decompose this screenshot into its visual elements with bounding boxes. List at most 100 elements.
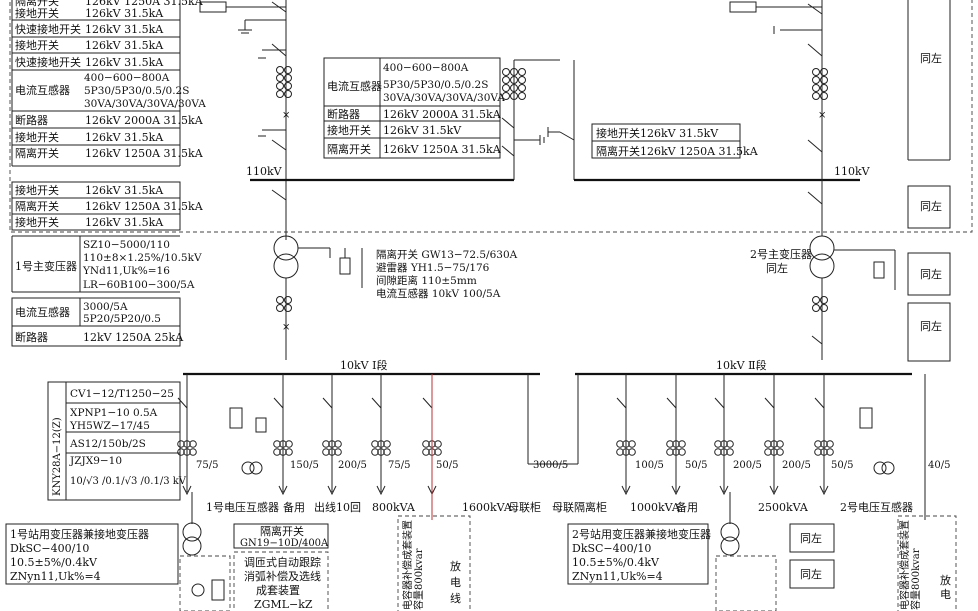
ct-coil: [322, 440, 330, 448]
svg-text:50/5: 50/5: [436, 460, 458, 471]
ct-coil: [726, 440, 734, 448]
svg-text:12kV 1250A 25kA: 12kV 1250A 25kA: [83, 331, 184, 344]
svg-text:126kV 2000A 31.5kA: 126kV 2000A 31.5kA: [383, 108, 502, 121]
transformer-2-symbol: [809, 235, 896, 360]
feeder-drop: [273, 374, 293, 496]
ct-coil: [770, 448, 778, 456]
ct-coil: [814, 440, 822, 448]
svg-text:母联柜: 母联柜: [508, 501, 541, 514]
st2-symbol: [715, 492, 777, 611]
row-name: 断路器: [15, 113, 48, 127]
bus-label: 110kV: [834, 165, 871, 178]
svg-text:1600kVA: 1600kVA: [462, 501, 513, 514]
svg-text:隔离开关 GW13−72.5/630A: 隔离开关 GW13−72.5/630A: [376, 248, 518, 261]
svg-text:×: ×: [282, 110, 290, 121]
feeder-switch: [666, 397, 677, 409]
svg-text:3000/5A: 3000/5A: [83, 301, 128, 313]
row-name: 快速接地开关: [15, 55, 81, 69]
ct-coil: [616, 448, 624, 456]
svg-text:XPNP1−10 0.5A: XPNP1−10 0.5A: [70, 407, 158, 419]
ct-coil: [189, 440, 197, 448]
svg-text:AS12/150b/2S: AS12/150b/2S: [69, 438, 146, 450]
svg-text:150/5: 150/5: [290, 460, 319, 471]
capacitor-bank-2: 电容器补偿成套装置 容量800kvar 放 电: [897, 374, 957, 611]
svg-text:400−600−800A: 400−600−800A: [383, 62, 469, 74]
feeder-drop: [764, 374, 784, 496]
feeder-arrow: [671, 485, 681, 496]
feeder-drop: [177, 374, 197, 496]
svg-text:1000kVA: 1000kVA: [630, 501, 681, 514]
svg-text:10.5±5%/0.4kV: 10.5±5%/0.4kV: [10, 556, 98, 569]
ct-coil: [322, 448, 330, 456]
feeder-drop: [322, 374, 342, 496]
row-name: 电流互感器: [15, 83, 70, 97]
feeder-switch: [814, 397, 825, 409]
feeder-group: [177, 374, 834, 496]
row-name: 快速接地开关: [15, 22, 81, 36]
ct-coil: [422, 440, 430, 448]
ct-coil: [666, 440, 674, 448]
svg-text:50/5: 50/5: [685, 460, 707, 471]
svg-text:200/5: 200/5: [782, 460, 811, 471]
ct-coil: [764, 440, 772, 448]
svg-text:126kV 31.5kV: 126kV 31.5kV: [383, 124, 462, 137]
svg-text:3000/5: 3000/5: [533, 460, 568, 471]
arc-suppression-box: 隔离开关 GN19−10D/400A 调匝式自动跟踪 消弧补偿及选线 成套装置 …: [233, 523, 329, 611]
row-spec: 126kV 31.5kA: [85, 216, 164, 229]
ct-coil: [616, 440, 624, 448]
ct-coil: [328, 448, 336, 456]
ct-coil: [273, 440, 281, 448]
ct-coil: [672, 448, 680, 456]
svg-text:75/5: 75/5: [388, 460, 410, 471]
row-spec: 126kV 31.5kA: [85, 23, 164, 36]
svg-text:成套装置: 成套装置: [256, 584, 300, 597]
svg-text:电容器补偿成套装置: 电容器补偿成套装置: [898, 520, 911, 610]
svg-text:5P30/5P30/0.5/0.2S: 5P30/5P30/0.5/0.2S: [383, 79, 488, 91]
svg-text:电流互感器: 电流互感器: [327, 79, 382, 93]
ct-coil: [628, 440, 636, 448]
row-name: 接地开关: [15, 183, 59, 197]
ct-coil: [177, 440, 185, 448]
ct-coil: [334, 440, 342, 448]
svg-text:消弧补偿及选线: 消弧补偿及选线: [244, 569, 321, 583]
ct-coil: [814, 448, 822, 456]
feeder-drop: [616, 374, 636, 496]
svg-text:电: 电: [450, 576, 461, 589]
svg-text:200/5: 200/5: [733, 460, 762, 471]
svg-text:避雷器 YH1.5−75/176: 避雷器 YH1.5−75/176: [376, 261, 490, 274]
capacitor-bank-1: 电容器补偿成套装置 容量800kvar 放 电 线: [397, 374, 471, 611]
ct-coil: [279, 440, 287, 448]
ct-coil: [189, 448, 197, 456]
transformer-1-spec: 1号主变压器 SZ10−5000/110 110±8×1.25%/10.5kV …: [11, 235, 202, 293]
ct-coil: [720, 448, 728, 456]
svg-text:10/√3 /0.1/√3 /0.1/3 kV: 10/√3 /0.1/√3 /0.1/3 kV: [70, 476, 187, 487]
svg-text:JZJX9−10: JZJX9−10: [69, 455, 122, 467]
ct-coil: [377, 440, 385, 448]
row-spec: 400−600−800A: [84, 72, 170, 84]
svg-text:75/5: 75/5: [196, 460, 218, 471]
svg-text:同左: 同左: [920, 200, 942, 213]
transformer-1-symbol: ×: [273, 235, 363, 360]
svg-text:GN19−10D/400A: GN19−10D/400A: [240, 538, 329, 549]
row-name: 接地开关: [15, 38, 59, 52]
ct-coil: [434, 448, 442, 456]
ct-coil: [720, 440, 728, 448]
feeder-arrow: [621, 485, 631, 496]
row-spec: 5P30/5P30/0.5/0.2S: [84, 85, 189, 97]
svg-text:ZNyn11,Uk%=4: ZNyn11,Uk%=4: [10, 570, 101, 583]
dashed-frame-110kv: [9, 0, 973, 233]
svg-text:ZGML−kZ: ZGML−kZ: [254, 598, 313, 611]
ct-coil: [826, 440, 834, 448]
row-name: 隔离开关: [15, 0, 59, 8]
ct-coil: [285, 448, 293, 456]
svg-text:同左: 同左: [800, 532, 822, 545]
svg-text:YNd11,Uk%=16: YNd11,Uk%=16: [82, 265, 170, 277]
right-spec-box: 接地开关126kV 31.5kV 隔离开关126kV 1250A 31.5kA: [591, 123, 759, 159]
svg-text:CV1−12/T1250−25: CV1−12/T1250−25: [70, 388, 174, 400]
svg-text:电流互感器 10kV 100/5A: 电流互感器 10kV 100/5A: [376, 287, 501, 300]
svg-text:10kV Ⅱ段: 10kV Ⅱ段: [716, 358, 767, 372]
ct-breaker-spec: 电流互感器 3000/5A 5P20/5P20/0.5 断路器 12kV 125…: [11, 297, 184, 347]
svg-text:30VA/30VA/30VA/30VA: 30VA/30VA/30VA/30VA: [383, 92, 505, 104]
ct-coil: [422, 448, 430, 456]
